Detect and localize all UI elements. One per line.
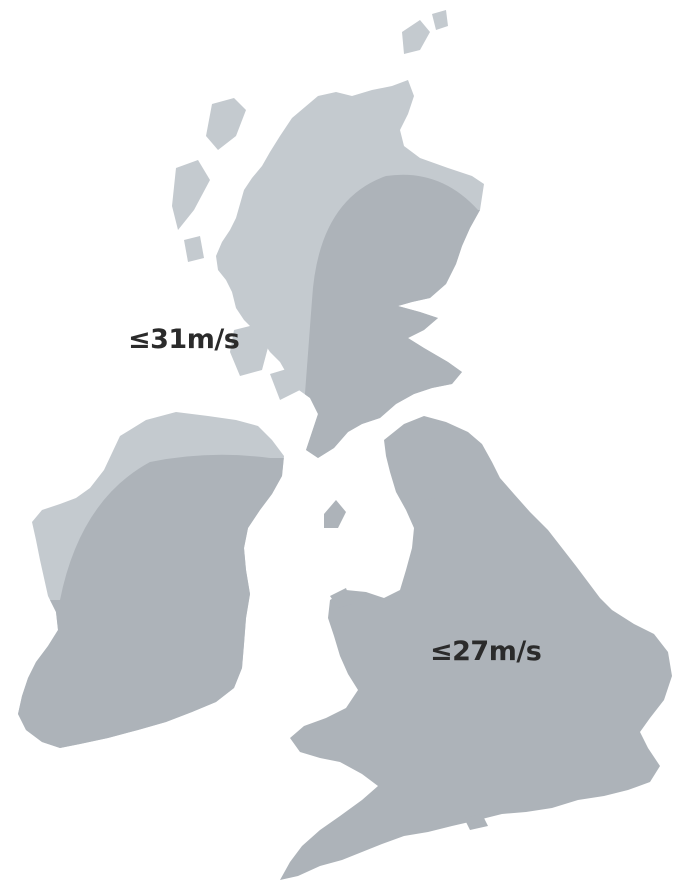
zone-label-north: ≤31m/s [128,324,240,355]
zone-label-south: ≤27m/s [430,636,542,667]
islands-south [324,498,488,830]
islands-north [172,10,448,400]
